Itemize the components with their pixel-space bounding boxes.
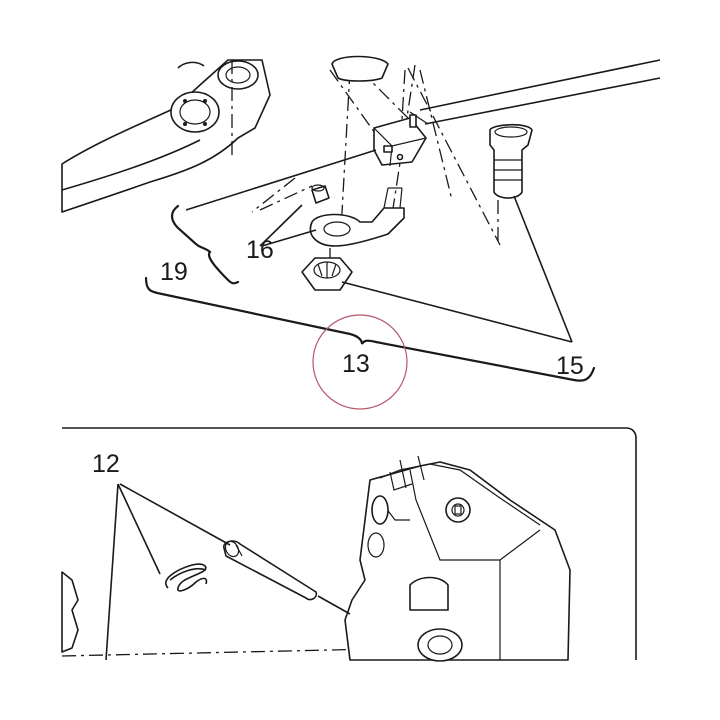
- brace-13-15: [144, 276, 596, 382]
- retaining-pin: [223, 540, 318, 601]
- brake-rod: [409, 59, 661, 125]
- inset-frame: [62, 427, 637, 660]
- caliper-body: [344, 455, 571, 662]
- callout-19: 19: [160, 258, 188, 286]
- brace-19: [170, 204, 240, 285]
- castle-nut: [301, 257, 353, 291]
- mounting-bracket: [309, 187, 405, 247]
- callout-13: 13: [342, 350, 370, 378]
- spring-clip: [165, 563, 208, 592]
- callout-12: 12: [92, 450, 120, 478]
- leader-lines-top: [185, 149, 573, 343]
- small-bushing: [311, 184, 330, 204]
- highlight-circle: [312, 314, 408, 410]
- leader-lines-bottom: [105, 483, 351, 661]
- callout-15: 15: [556, 352, 584, 380]
- callout-16: 16: [246, 236, 274, 264]
- switch-block: [373, 114, 427, 167]
- left-edge-part: [61, 571, 79, 653]
- bottom-panel: 12: [61, 427, 637, 662]
- sleeve-bolt: [489, 123, 533, 199]
- upper-cap: [331, 55, 389, 82]
- lever-body: [61, 59, 271, 213]
- top-panel: 16 19 13 15: [61, 55, 661, 410]
